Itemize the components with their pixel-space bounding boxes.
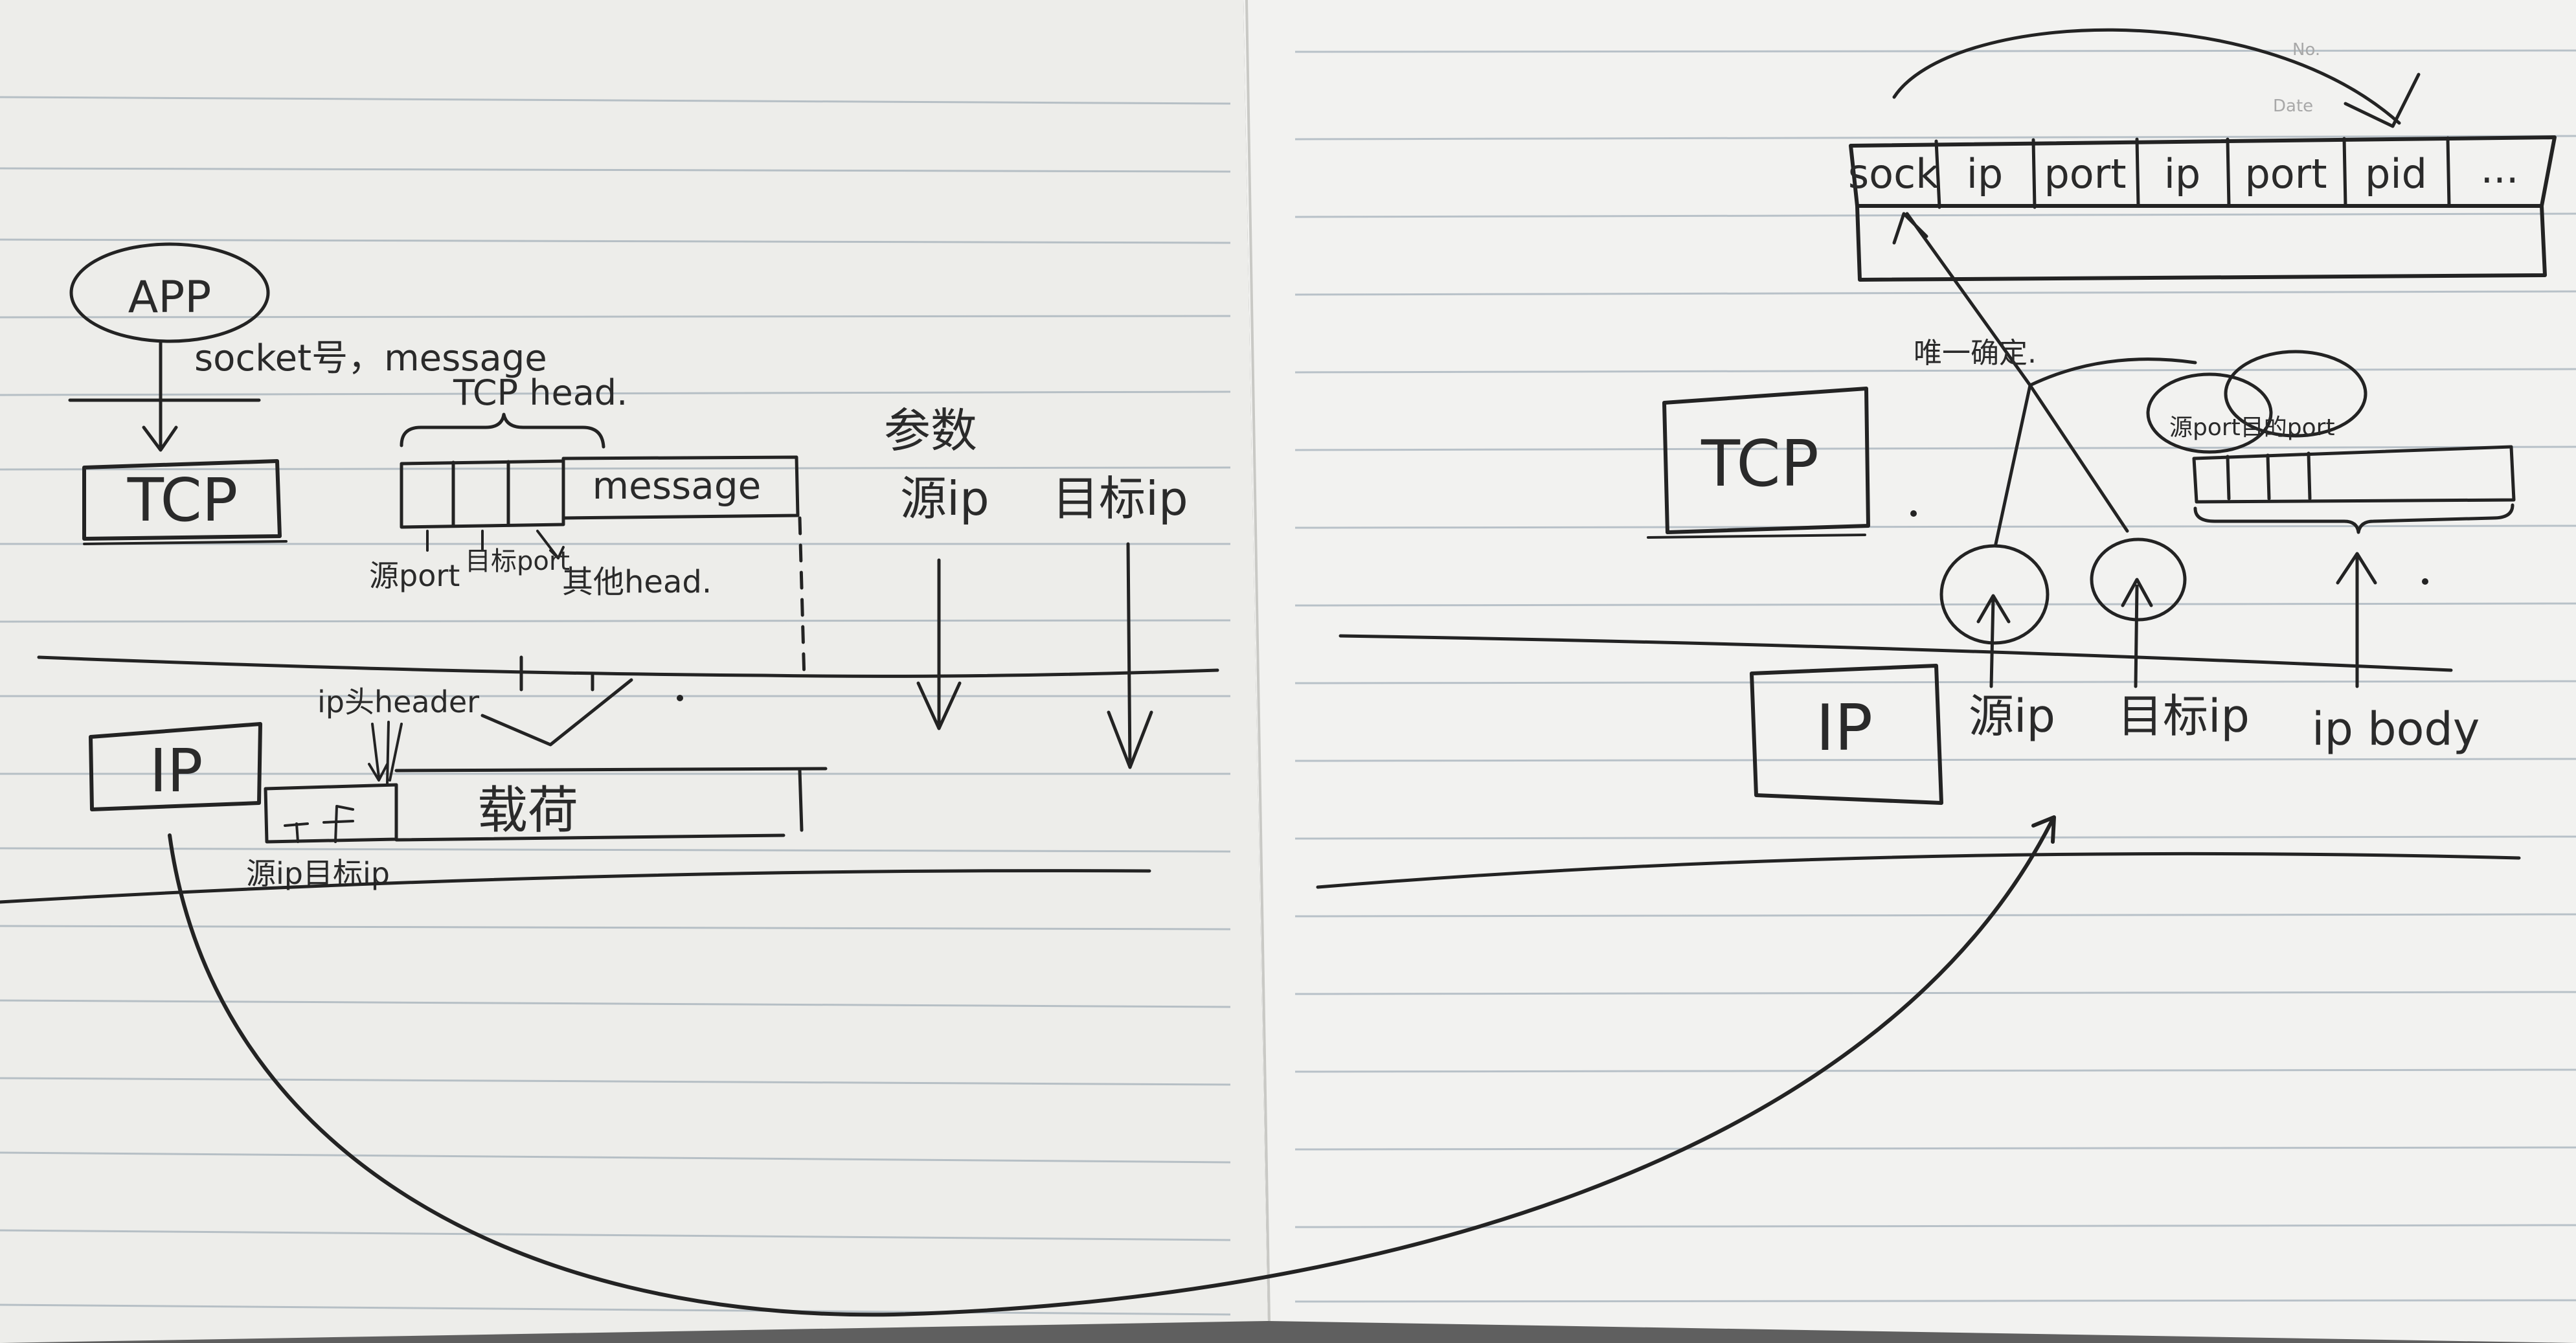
socket-col-port-2: port [2244,150,2327,198]
corner-no: No. [2292,40,2320,60]
right-page [1243,0,2576,1343]
dst-ip-param-label: 目标ip [1052,471,1188,526]
app-bubble: APP [69,242,270,343]
dst-ip-up-arrow [2121,578,2153,688]
ip-body-up-arrow [2336,552,2377,688]
ip-layer-bottom-line-right [1316,852,2521,889]
field-pointers [426,530,565,559]
app-label: APP [128,272,212,323]
transfer-arrowhead [2031,815,2056,844]
ip-body-label: ip body [2312,703,2480,756]
top-loop-arrowhead [2344,73,2421,128]
ip-layer-bottom-line [0,869,1151,904]
unique-arrow [1892,212,2032,387]
left-page [0,0,1268,1343]
ip-layer-box: IP [89,722,262,811]
top-loop-curve [1892,28,2401,125]
ip-layer-label-right: IP [1816,692,1873,765]
dst-ip-label: 目标ip [2118,690,2250,743]
src-ip-param-arrow [916,558,962,730]
tcp-layer-box-right: TCP [1662,387,1870,534]
socket-table: sock ip port ip port pid ... [1848,135,2557,282]
socket-col-pid: pid [2365,150,2427,198]
app-to-tcp-arrow [142,340,178,452]
tcp-layer-box: TCP [82,459,282,541]
other-head-label: 其他head. [562,564,712,600]
tcp-ip-boundary [37,655,1219,678]
tcp-ip-boundary-right [1339,634,2453,672]
unique-label: 唯一确定. [1914,337,2037,370]
ip-layer-label: IP [150,736,203,806]
tcp-underline-right [1647,534,1866,539]
ink-dot-tcp [1910,510,1917,517]
tcp-layer-label-right: TCP [1700,427,1819,501]
dst-ip-ellipse [2090,537,2187,622]
socket-col-more: ... [2480,145,2518,192]
payload-label: 载荷 [477,782,578,840]
tcp-underline [83,540,288,545]
message-cell-label: message [593,464,762,508]
socket-col-port: port [2044,150,2126,198]
tcp-to-ip-funnel [480,655,633,747]
binding-fold [1245,0,1271,1322]
ip-layer-box-right: IP [1750,664,1943,805]
app-to-tcp-label: socket号，message [194,337,547,379]
src-ip-param-label: 源ip [900,471,989,526]
src-ip-up-arrow [1976,594,2011,688]
ip-header-label: ip头header [317,684,479,719]
src-port-ellipse [2146,372,2273,454]
params-label: 参数 [884,403,977,458]
ink-dot [677,695,683,701]
tcp-head-brace [400,412,605,449]
src-ip-label: 源ip [1969,690,2055,743]
ruled-lines [0,49,2576,1316]
ports-label: 源port目的port [2169,414,2335,441]
tcp-body-brace [2193,503,2514,534]
transfer-curve [168,817,2055,1317]
dst-port-label: 目标port [465,547,570,576]
segment-dashed-edge [798,516,806,682]
ip-packet: 载荷 [264,767,828,844]
key-convergence-lines [1994,357,2197,546]
tcp-segment: message [400,455,800,529]
dst-ip-param-arrow [1107,542,1153,769]
src-ip-ellipse [1939,544,2050,645]
ink-dot-right [2422,578,2428,585]
src-port-label: 源port [369,558,460,593]
socket-col-ip: ip [1967,150,2004,198]
tcp-layer-label: TCP [127,466,238,535]
socket-col-ip-2: ip [2164,150,2201,198]
tcp-head-label: TCP head. [453,372,627,413]
socket-col-sock: sock [1848,150,1939,198]
corner-date: Date [2273,96,2313,116]
tcp-segment-right [2192,445,2516,504]
ip-header-arrows [368,721,403,785]
dst-port-ellipse [2224,350,2367,438]
